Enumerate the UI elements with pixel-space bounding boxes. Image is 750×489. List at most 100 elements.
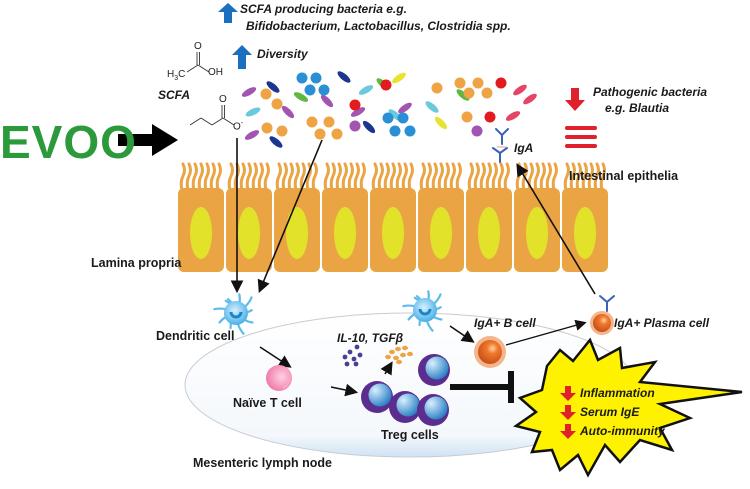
microvillus bbox=[329, 162, 336, 192]
butyrate-o-label: O bbox=[219, 94, 227, 105]
coccus-bacterium bbox=[380, 79, 392, 91]
pathogenic-bacteria-label-line2: e.g. Blautia bbox=[605, 101, 670, 115]
coccus-bacterium bbox=[304, 84, 316, 96]
coccus-bacterium bbox=[463, 87, 475, 99]
microvillus bbox=[449, 162, 456, 192]
rod-bacterium bbox=[358, 85, 374, 95]
microvillus bbox=[203, 162, 210, 192]
rod-bacterium bbox=[350, 107, 366, 117]
rod-bacterium bbox=[523, 93, 537, 105]
microvillus bbox=[209, 162, 216, 192]
naive-to-treg-arrow bbox=[330, 383, 359, 397]
microvillus bbox=[395, 162, 402, 192]
outcome-auto-immunity: Auto-immunity bbox=[580, 424, 665, 438]
microvillus bbox=[569, 162, 576, 192]
acetic-o-label: O bbox=[194, 41, 202, 52]
microvillus bbox=[455, 162, 462, 192]
microvillus bbox=[503, 162, 510, 192]
coccus-bacterium bbox=[481, 87, 493, 99]
treg-cell bbox=[417, 394, 449, 426]
coccus-bacterium bbox=[471, 125, 483, 137]
cytokine-dots bbox=[342, 344, 413, 367]
atom-o: O bbox=[233, 121, 241, 133]
iga-b-cell-label: IgA+ B cell bbox=[474, 316, 536, 330]
microvillus bbox=[347, 162, 354, 192]
treg-cell bbox=[361, 381, 393, 413]
inhibition-bar bbox=[450, 371, 514, 403]
il10-dot bbox=[351, 356, 357, 362]
atom-c: C bbox=[178, 69, 186, 80]
rod-bacterium bbox=[245, 107, 261, 117]
coccus-bacterium bbox=[397, 112, 409, 124]
rod-bacterium bbox=[337, 71, 351, 83]
acetic-h3c-label: H3C bbox=[167, 69, 185, 82]
dendritic-cell-label: Dendritic cell bbox=[156, 329, 235, 343]
evoo-arrow bbox=[118, 124, 178, 156]
tgfb-dot bbox=[402, 345, 408, 351]
dendritic-cell bbox=[213, 293, 254, 335]
microvillus bbox=[263, 162, 270, 192]
tgfb-dot bbox=[385, 354, 391, 360]
microvillus bbox=[341, 162, 348, 192]
coccus-bacterium bbox=[318, 84, 330, 96]
rod-bacterium bbox=[241, 87, 257, 97]
cytokines-label: IL-10, TGFβ bbox=[337, 331, 404, 345]
nucleus bbox=[526, 207, 548, 259]
dc-to-bcell-arrow bbox=[449, 325, 475, 343]
microvillus bbox=[485, 162, 492, 192]
rod-bacterium bbox=[281, 105, 295, 119]
microvillus bbox=[191, 162, 198, 192]
microvillus bbox=[473, 162, 480, 192]
epithelial-cell bbox=[514, 162, 560, 272]
microvillus bbox=[431, 162, 438, 192]
bacteria-to-dc-arrow bbox=[257, 139, 323, 293]
microvillus bbox=[467, 162, 474, 192]
microvillus bbox=[371, 162, 378, 192]
intestinal-epithelium bbox=[178, 162, 608, 272]
scfa-bacteria-label-line1: SCFA producing bacteria e.g. bbox=[240, 2, 407, 16]
rod-bacterium bbox=[269, 136, 283, 148]
iga-lumen-label: IgA bbox=[514, 141, 534, 155]
il10-dot bbox=[354, 344, 360, 350]
epithelial-cell bbox=[178, 162, 224, 272]
diversity-label: Diversity bbox=[257, 47, 308, 61]
atom-h: H bbox=[167, 69, 175, 80]
microvillus bbox=[257, 162, 264, 192]
microvillus bbox=[383, 162, 390, 192]
rod-bacterium bbox=[320, 94, 334, 108]
microvillus bbox=[275, 162, 282, 192]
coccus-bacterium bbox=[454, 77, 466, 89]
treg-cell bbox=[418, 354, 450, 386]
microvillus bbox=[287, 162, 294, 192]
rod-bacterium bbox=[505, 111, 521, 121]
acetic-oh-label: OH bbox=[208, 67, 223, 78]
outcome-burst bbox=[513, 337, 743, 478]
microvillus bbox=[407, 162, 414, 192]
microvillus bbox=[497, 162, 504, 192]
rod-bacterium bbox=[293, 92, 309, 102]
microvillus bbox=[323, 162, 330, 192]
microvillus bbox=[293, 162, 300, 192]
tgfb-dot bbox=[407, 351, 413, 357]
tgfb-dot bbox=[393, 355, 399, 361]
negative-charge: - bbox=[240, 120, 244, 127]
scfa-label: SCFA bbox=[158, 88, 191, 102]
coccus-bacterium bbox=[331, 128, 343, 140]
tgfb-dot bbox=[396, 359, 402, 365]
treg-cell bbox=[389, 391, 421, 423]
reduced-bacteria-bars-icon bbox=[565, 126, 597, 148]
microvillus bbox=[491, 162, 498, 192]
decrease-arrow-icon bbox=[565, 88, 585, 111]
coccus-bacterium bbox=[484, 111, 496, 123]
cell-body bbox=[224, 301, 248, 325]
microvillus bbox=[593, 162, 600, 192]
microvillus bbox=[335, 162, 342, 192]
coccus-bacterium bbox=[495, 77, 507, 89]
decrease-arrow-icon bbox=[560, 424, 576, 439]
rod-bacterium bbox=[398, 102, 412, 114]
treg-to-cytokine-arrow bbox=[380, 361, 393, 376]
coccus-bacterium bbox=[260, 88, 272, 100]
coccus-bacterium bbox=[296, 72, 308, 84]
coccus-bacterium bbox=[349, 99, 361, 111]
